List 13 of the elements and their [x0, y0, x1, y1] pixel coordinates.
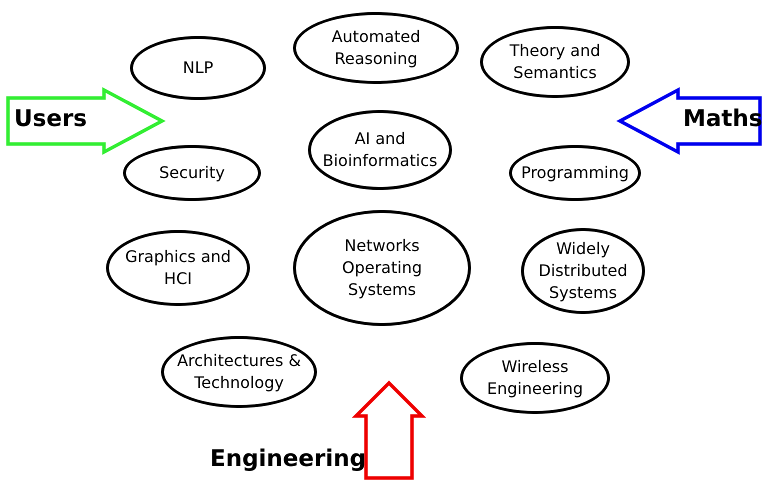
topic-label: AI and Bioinformatics: [322, 128, 438, 172]
topic-label: NLP: [182, 57, 214, 79]
topic-label: Widely Distributed Systems: [538, 238, 628, 304]
topic-label: Wireless Engineering: [486, 356, 584, 400]
topic-label: Automated Reasoning: [330, 26, 422, 70]
topic-label: Graphics and HCI: [124, 246, 232, 290]
topic-label: Programming: [521, 162, 629, 184]
direction-label: Engineering: [210, 446, 366, 472]
topic-label: Networks Operating Systems: [341, 235, 423, 301]
direction-label: Users: [14, 106, 87, 132]
topic-label: Architectures & Technology: [176, 350, 302, 394]
topic-label: Theory and Semantics: [508, 40, 602, 84]
topic-label: Security: [159, 162, 225, 184]
